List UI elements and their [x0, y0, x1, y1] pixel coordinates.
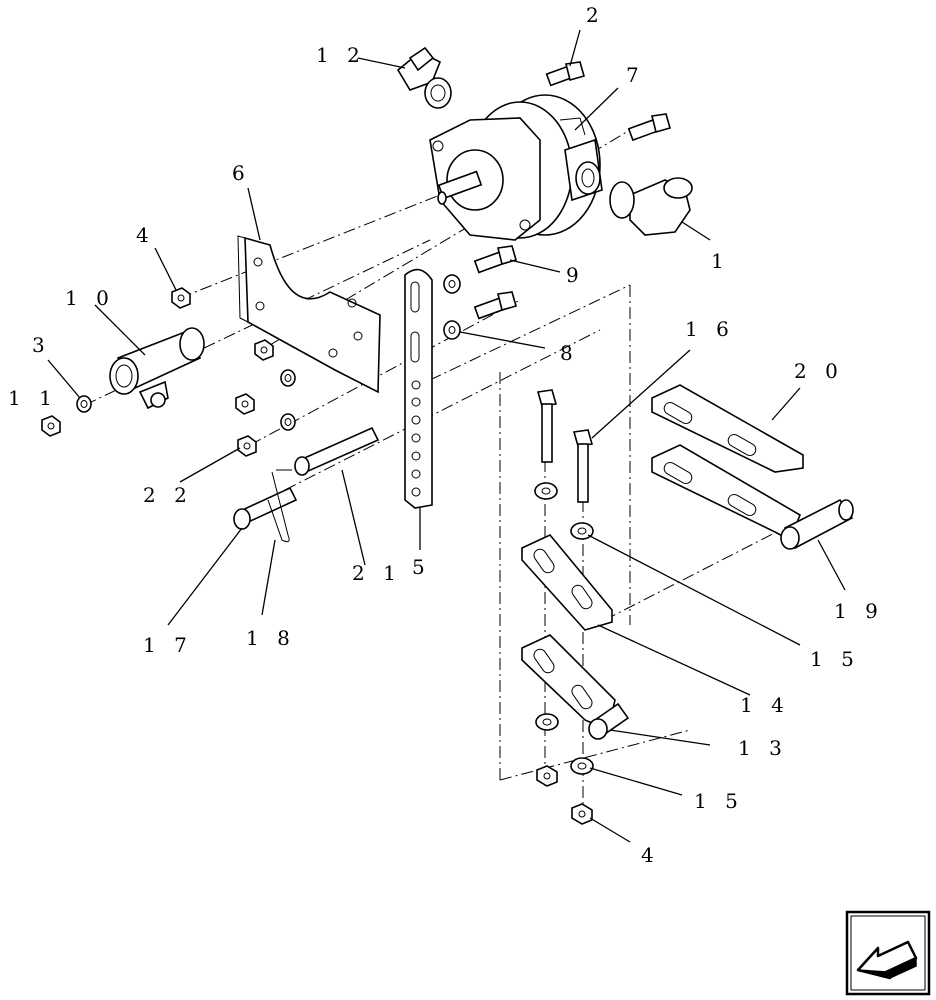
- washer-middle-set: [280, 369, 296, 431]
- nut-4-upper: [171, 287, 191, 309]
- callout-4-upper: 4: [136, 223, 155, 247]
- clevis-pin-17: [233, 486, 298, 530]
- callout-11: 1 1: [8, 386, 58, 410]
- callout-13: 1 3: [738, 736, 788, 760]
- callout-8: 8: [560, 341, 579, 365]
- bolt-upper-right: [627, 113, 671, 142]
- washer-15-set: [534, 482, 594, 775]
- bolt-2: [545, 61, 585, 87]
- sleeve-10: [109, 327, 205, 410]
- adjustment-bar-5: [404, 268, 433, 509]
- nut-4-lower: [571, 803, 593, 825]
- callout-21: 2 1: [352, 561, 402, 585]
- arrow-left-down-icon[interactable]: [845, 910, 931, 996]
- callout-15-lower: 1 5: [694, 789, 744, 813]
- mounting-bracket-6: [237, 235, 381, 394]
- callout-3: 3: [32, 333, 51, 357]
- slotted-arm-19: [651, 444, 854, 550]
- callout-6: 6: [232, 161, 251, 185]
- slotted-plate-20: [651, 384, 804, 473]
- hair-pin-18: [267, 469, 292, 543]
- leader-lines: [47, 29, 846, 843]
- callout-10: 1 0: [65, 286, 115, 310]
- callout-15-upper: 1 5: [810, 647, 860, 671]
- callout-12: 1 2: [316, 43, 366, 67]
- callout-20: 2 0: [794, 359, 844, 383]
- elbow-fitting-12: [396, 46, 452, 109]
- callout-2: 2: [586, 3, 605, 27]
- callout-4-lower: 4: [641, 843, 660, 867]
- callout-18: 1 8: [246, 626, 296, 650]
- callout-9: 9: [566, 263, 585, 287]
- callout-labels: 1 2 3 4 4 5 6 7 8 9 1 0 1 1 1 2 1 3 1 4 …: [8, 3, 884, 867]
- pin-21: [294, 426, 380, 476]
- nut-11: [41, 415, 61, 437]
- nut-22-set: [235, 339, 274, 457]
- elbow-fitting-1: [609, 177, 693, 236]
- callout-1: 1: [711, 249, 730, 273]
- callout-22: 2 2: [143, 483, 193, 507]
- bolt-16-set: [536, 389, 594, 503]
- callout-16: 1 6: [685, 317, 735, 341]
- callout-17: 1 7: [143, 633, 193, 657]
- callout-7: 7: [626, 63, 645, 87]
- bolt-9-set: [473, 245, 517, 320]
- callout-19: 1 9: [834, 599, 884, 623]
- washer-3: [76, 395, 92, 413]
- washer-8-set: [443, 274, 461, 340]
- slotted-plate-14: [521, 534, 613, 631]
- nut-bottom-left: [536, 765, 558, 787]
- hydraulic-pump-7: [429, 94, 603, 241]
- slotted-arm-13: [521, 634, 630, 740]
- callout-5: 5: [412, 555, 431, 579]
- callout-14: 1 4: [740, 693, 790, 717]
